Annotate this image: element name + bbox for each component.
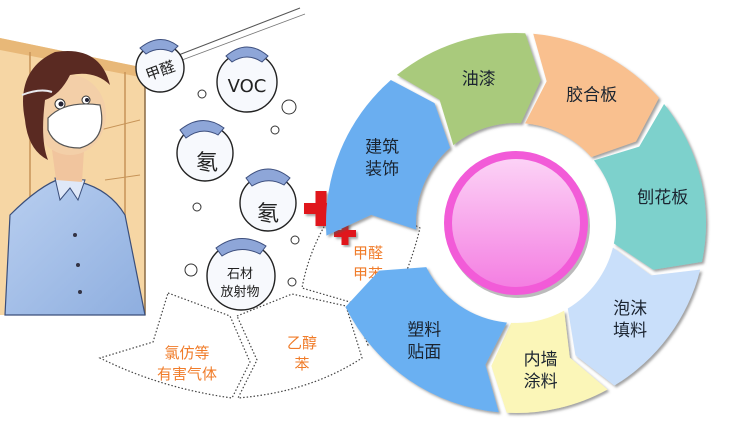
ring-segment (525, 33, 659, 158)
pollutant-bubble: 石材 放射物 (206, 238, 276, 311)
plus-small-icon (334, 222, 356, 245)
pollutant-bubble: 甲醛 (135, 39, 185, 93)
illustration: 甲醛 VOC 氡 氡 石材 放射物 (0, 7, 306, 316)
pollutant-label: 氯仿等 (164, 344, 209, 362)
ring-segment (345, 267, 507, 413)
plus-large-icon (304, 191, 338, 226)
ring-segment-label: 涂料 (524, 372, 558, 392)
pollutant-segment-chloroform (98, 292, 251, 399)
ring-segment (491, 310, 608, 413)
ring-segment (593, 103, 706, 270)
pollutant-labels: 甲醛 甲苯 乙醇 苯 氯仿等 有害气体 (157, 244, 383, 383)
ring-segment-label: 油漆 (462, 70, 496, 90)
center-hub (424, 131, 608, 315)
pollutant-bubble: 氡 (239, 168, 297, 232)
ring-segment-label: 内墙 (524, 350, 558, 370)
pollutant-bubble: 氡 (176, 120, 234, 182)
ring-segment-label: 装饰 (365, 160, 399, 180)
pollutant-bubble: VOC (216, 46, 278, 113)
pollutant-segment-ethanol (236, 293, 363, 399)
person-with-mask (4, 50, 146, 316)
ring-segment-label: 贴面 (407, 342, 441, 362)
pollutant-label: 苯 (294, 355, 309, 373)
ring-segment-label: 刨花板 (637, 188, 688, 208)
ring-segment-label: 泡沫 (613, 299, 647, 319)
air-bubbles (184, 89, 300, 287)
ring-segment (567, 247, 701, 386)
bubble-label: 放射物 (220, 284, 259, 300)
ring-segment-label: 填料 (613, 321, 647, 341)
bubble-label: 石材 (227, 267, 253, 282)
pollutant-segment-formaldehyde (301, 202, 421, 347)
bubble-label: VOC (228, 76, 267, 97)
ring-segment (396, 33, 541, 146)
bubble-label: 氡 (196, 151, 218, 176)
ring-segment-label: 建筑 (365, 138, 399, 158)
pollutant-label: 乙醇 (287, 334, 317, 352)
ring-segment-label: 胶合板 (566, 86, 617, 106)
pollutant-label: 有害气体 (157, 365, 217, 383)
ring-segment-label: 塑料 (407, 320, 441, 340)
source-ring (326, 33, 706, 413)
bubble-label: 氡 (257, 202, 279, 227)
pollutant-segments (98, 202, 421, 399)
ring-segment (326, 80, 451, 236)
pollutant-label: 甲醛 (353, 244, 383, 262)
